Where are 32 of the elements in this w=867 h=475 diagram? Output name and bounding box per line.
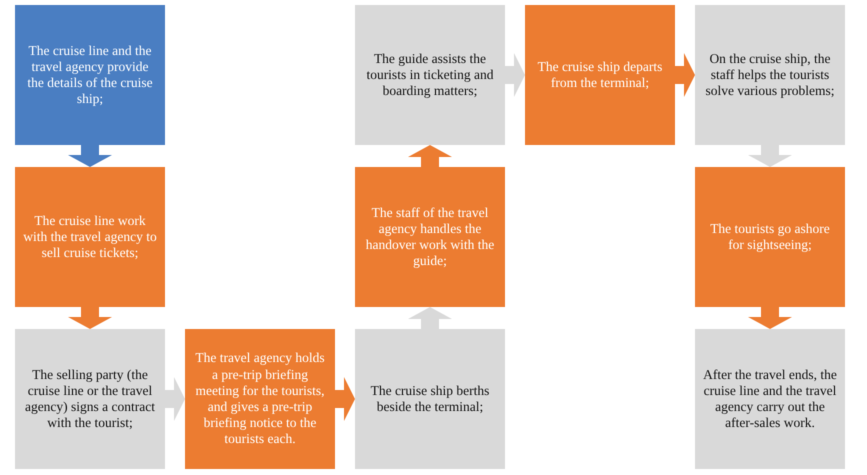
block-arrow	[165, 377, 185, 421]
step-text: The staff of the travel agency handles the handover work with the guide;	[364, 204, 496, 270]
step-text: After the travel ends, the cruise line and the travel agency carry out the after-sales work.	[703, 366, 837, 432]
step-text: The cruise line and the travel agency provide the details of the cruise ship;	[26, 42, 154, 108]
step-text: The cruise ship berths beside the terminal;	[370, 382, 490, 416]
process-box	[355, 5, 505, 145]
step-text: The cruise ship departs from the terminal;	[536, 58, 664, 92]
process-box	[15, 329, 165, 469]
step-text: The cruise line work with the travel agency to sell cruise tickets;	[23, 212, 157, 262]
block-arrow	[748, 307, 792, 329]
block-arrow	[68, 145, 112, 167]
process-box	[695, 167, 845, 307]
step-text: The travel agency holds a pre-trip briefing meeting for the tourists, and gives a pre-trip briefing notice to the tourists each.	[194, 350, 326, 448]
process-box	[15, 5, 165, 145]
process-box	[695, 329, 845, 469]
block-arrow	[408, 145, 452, 167]
block-arrow	[675, 53, 695, 97]
block-arrow	[68, 307, 112, 329]
process-box	[15, 167, 165, 307]
step-text: The selling party (the cruise line or the travel agency) signs a contract with the tourist;	[24, 366, 156, 432]
step-text: The tourists go ashore for sightseeing;	[709, 220, 831, 254]
step-text: The guide assists the tourists in ticketing and boarding matters;	[365, 50, 495, 100]
block-arrow	[408, 307, 452, 329]
process-box	[355, 329, 505, 469]
process-box	[525, 5, 675, 145]
process-box	[185, 329, 335, 469]
step-text: On the cruise ship, the staff helps the tourists solve various problems;	[704, 50, 836, 100]
process-box	[695, 5, 845, 145]
block-arrow	[748, 145, 792, 167]
process-box	[355, 167, 505, 307]
block-arrow	[335, 377, 355, 421]
block-arrow	[505, 53, 525, 97]
